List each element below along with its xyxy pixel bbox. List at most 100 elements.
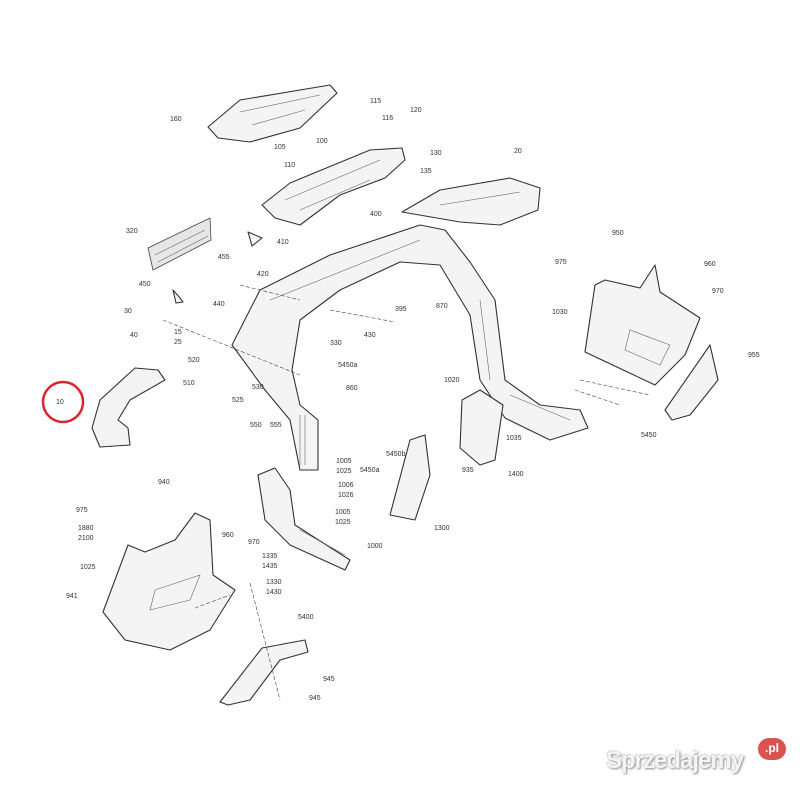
callout-label: 550 xyxy=(250,422,262,429)
callout-label: 1025 xyxy=(336,468,352,475)
callout-label: 1006 xyxy=(338,482,354,489)
callout-label: 1435 xyxy=(262,563,278,570)
callout-label: 15 xyxy=(174,329,182,336)
assembly-lines xyxy=(162,284,651,701)
callout-label: 1330 xyxy=(266,579,282,586)
part-450 xyxy=(172,289,184,304)
callout-label: 1025 xyxy=(335,519,351,526)
callout-label: 2100 xyxy=(78,535,94,542)
callout-label: 970 xyxy=(248,539,260,546)
callout-label: 960 xyxy=(222,532,234,539)
callout-label: 525 xyxy=(232,397,244,404)
callout-label: 110 xyxy=(284,162,295,169)
callout-label: 5450a xyxy=(360,467,380,474)
callout-label: 455 xyxy=(218,254,230,261)
callout-label: 510 xyxy=(183,380,195,387)
callout-label: 941 xyxy=(66,593,78,600)
callout-label: 25 xyxy=(174,339,182,346)
callout-labels: 160 115 116 120 130 105 110 100 135 20 400 320 455 41… xyxy=(56,98,760,702)
callout-label: 870 xyxy=(436,303,448,310)
part-160-detail xyxy=(239,94,321,126)
part-455 xyxy=(247,231,263,247)
part-10-cover xyxy=(91,367,166,448)
callout-label: 10 xyxy=(56,399,64,406)
callout-label: 945 xyxy=(323,676,335,683)
callout-label: 40 xyxy=(130,332,138,339)
callout-label: 105 xyxy=(274,144,286,151)
callout-label: 100 xyxy=(316,138,328,145)
callout-label: 450 xyxy=(139,281,151,288)
callout-label: 1430 xyxy=(266,589,282,596)
callout-label: 420 xyxy=(257,271,269,278)
callout-label: 940 xyxy=(158,479,170,486)
callout-label: 440 xyxy=(213,301,225,308)
part-1000-detail xyxy=(299,529,346,556)
callout-label: 950 xyxy=(612,230,624,237)
part-100-dash xyxy=(261,147,406,226)
callout-label: 430 xyxy=(364,332,376,339)
callout-label: 945 xyxy=(309,695,321,702)
callout-label: 130 xyxy=(430,150,442,157)
part-320-grille xyxy=(147,217,212,271)
callout-label: 395 xyxy=(395,306,407,313)
callout-label: 20 xyxy=(514,148,522,155)
callout-label: 116 xyxy=(382,115,393,122)
callout-label: 400 xyxy=(370,211,382,218)
callout-label: 520 xyxy=(188,357,200,364)
callout-label: 115 xyxy=(370,98,381,105)
callout-label: 860 xyxy=(346,385,358,392)
highlight-circle xyxy=(41,380,85,424)
callout-label: 160 xyxy=(170,116,182,123)
callout-label: 5450a xyxy=(338,362,358,369)
callout-label: 330 xyxy=(330,340,342,347)
callout-label: 320 xyxy=(126,228,138,235)
callout-label: 1880 xyxy=(78,525,94,532)
part-5450-bracket xyxy=(664,344,719,421)
callout-label: 555 xyxy=(270,422,282,429)
part-940-footwell xyxy=(102,512,236,651)
callout-label: 975 xyxy=(76,507,88,514)
callout-label: 1005 xyxy=(336,458,352,465)
part-950-detail xyxy=(624,329,671,366)
callout-label: 960 xyxy=(704,261,716,268)
part-20-hood xyxy=(401,177,541,226)
callout-label: 530 xyxy=(252,384,264,391)
callout-label: 135 xyxy=(420,168,432,175)
callout-label: 410 xyxy=(277,239,289,246)
callout-label: 1035 xyxy=(506,435,522,442)
part-400-detail xyxy=(269,239,571,465)
part-1300-panel xyxy=(389,434,431,521)
callout-label: 5400 xyxy=(298,614,314,621)
callout-label: 5450b xyxy=(386,451,406,458)
part-100-detail xyxy=(284,159,381,211)
part-5400-panel xyxy=(219,639,309,706)
part-320-detail xyxy=(154,229,209,263)
part-160-cover xyxy=(207,84,338,143)
callout-label: 955 xyxy=(748,352,760,359)
callout-label: 1025 xyxy=(80,564,96,571)
callout-label: 1030 xyxy=(552,309,568,316)
callout-label: 1000 xyxy=(367,543,383,550)
watermark-badge: .pl xyxy=(758,738,786,760)
watermark-brand: Sprzedajemy xyxy=(606,747,744,774)
callout-label: 1020 xyxy=(444,377,460,384)
callout-label: 935 xyxy=(462,467,474,474)
part-1400-panel xyxy=(459,389,504,466)
callout-label: 1335 xyxy=(262,553,278,560)
part-950-panel xyxy=(584,264,701,386)
callout-label: 1026 xyxy=(338,492,354,499)
part-1000-rocker xyxy=(257,467,351,571)
part-940-detail xyxy=(149,574,201,611)
callout-label: 1400 xyxy=(508,471,524,478)
callout-label: 120 xyxy=(410,107,422,114)
callout-label: 1300 xyxy=(434,525,450,532)
part-400-frame xyxy=(231,224,589,471)
callout-label: 30 xyxy=(124,308,132,315)
callout-label: 970 xyxy=(712,288,724,295)
callout-label: 1005 xyxy=(335,509,351,516)
callout-label: 975 xyxy=(555,259,567,266)
part-20-detail xyxy=(439,191,521,206)
callout-label: 5450 xyxy=(641,432,657,439)
